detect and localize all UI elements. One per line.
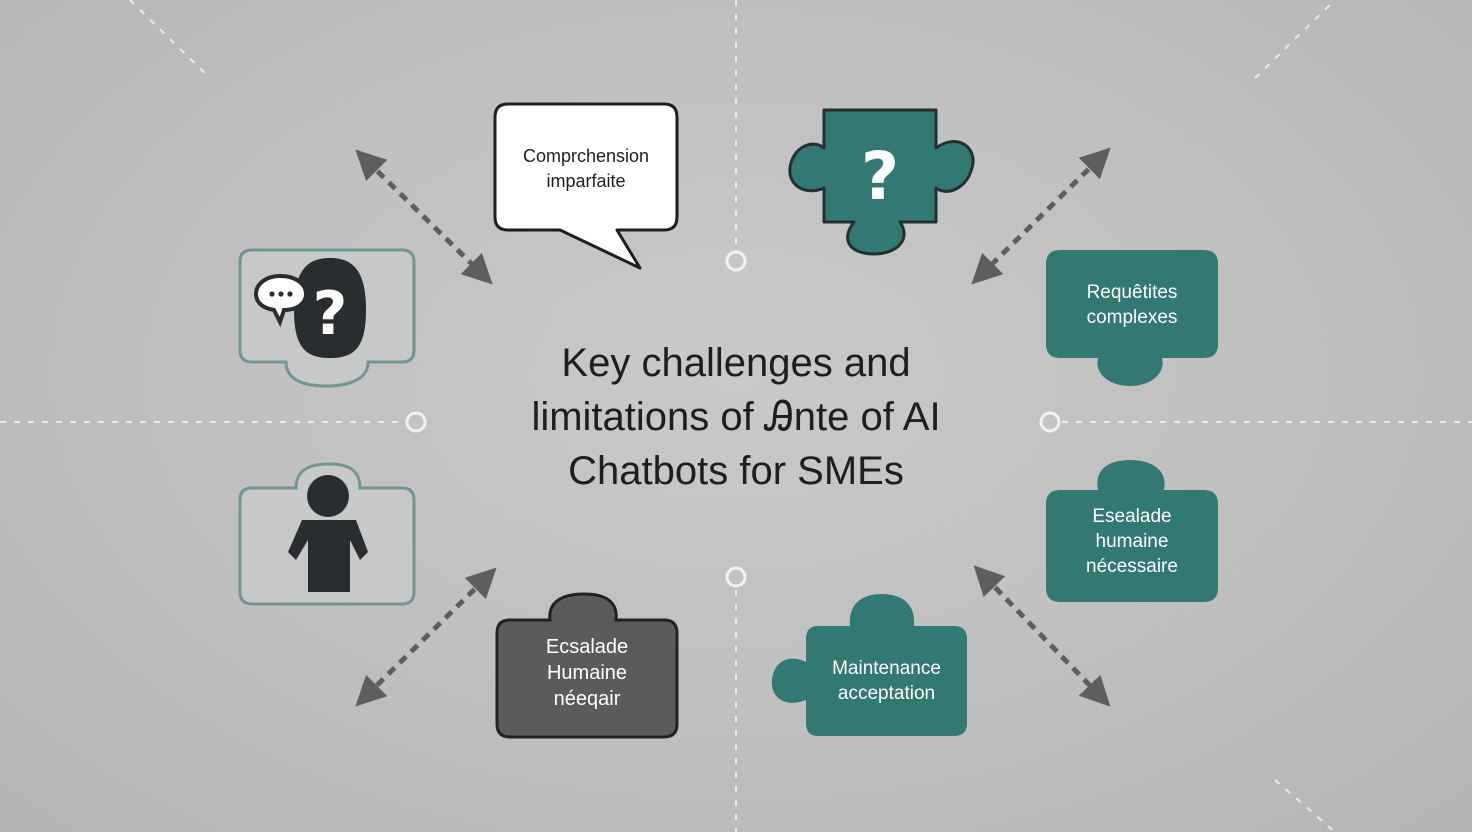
- connector-rings: [405, 250, 1061, 588]
- person-icon: [288, 475, 368, 592]
- title-line-2: limitations of Ꭿnte of AI: [531, 395, 941, 439]
- maintenance-label: Maintenance acceptation: [806, 656, 967, 706]
- speech-line-2: imparfaite: [546, 171, 626, 191]
- escalade-dark-line-2: Humaine: [546, 662, 628, 684]
- escalade-right-line-3: nécessaire: [1086, 556, 1178, 577]
- speech-bubble-node: [493, 102, 679, 270]
- escalade-dark-label: Ecsalade Humaine néeqair: [497, 634, 677, 712]
- escalade-right-label: Esealade humaine nécessaire: [1046, 504, 1218, 579]
- question-mark-icon: ?: [861, 138, 899, 215]
- ring-top: [725, 250, 747, 272]
- speech-line-1: Comprchension: [522, 146, 650, 166]
- ring-left: [405, 411, 427, 433]
- title-line-3: Chatbots for SMEs: [568, 449, 904, 493]
- diagram-title: Key challenges and limitations of Ꭿnte o…: [436, 336, 1036, 498]
- maintenance-line-2: acceptation: [837, 683, 936, 704]
- arrow-top-left: [355, 149, 493, 285]
- title-line-1: Key challenges and: [561, 341, 911, 385]
- escalade-right-node: [1046, 460, 1218, 602]
- speech-bubble-label: Comprchension imparfaite: [495, 144, 677, 194]
- escalade-dark-node: [495, 592, 679, 739]
- arrow-bottom-right: [973, 565, 1111, 707]
- escalade-right-line-1: Esealade: [1092, 506, 1172, 527]
- arrow-bottom-left: [355, 567, 497, 707]
- escalade-dark-line-3: néeqair: [553, 688, 621, 710]
- escalade-dark-line-1: Ecsalade: [545, 636, 629, 658]
- escalade-right-line-2: humaine: [1095, 531, 1169, 552]
- chat-bubble-question-icon: ?: [253, 258, 366, 358]
- arrows: [355, 147, 1111, 707]
- ring-right: [1039, 411, 1061, 433]
- complex-line-2: complexes: [1086, 307, 1178, 328]
- arrow-top-right: [971, 147, 1111, 285]
- maintenance-node: [771, 594, 967, 736]
- complex-line-1: Requêtites: [1086, 282, 1178, 303]
- maintenance-line-1: Maintenance: [832, 658, 941, 679]
- svg-text:?: ?: [313, 279, 348, 349]
- complex-requests-node: [1046, 250, 1218, 386]
- ring-bottom: [725, 566, 747, 588]
- puzzle-question-node: [788, 108, 975, 256]
- complex-requests-label: Requêtites complexes: [1046, 280, 1218, 330]
